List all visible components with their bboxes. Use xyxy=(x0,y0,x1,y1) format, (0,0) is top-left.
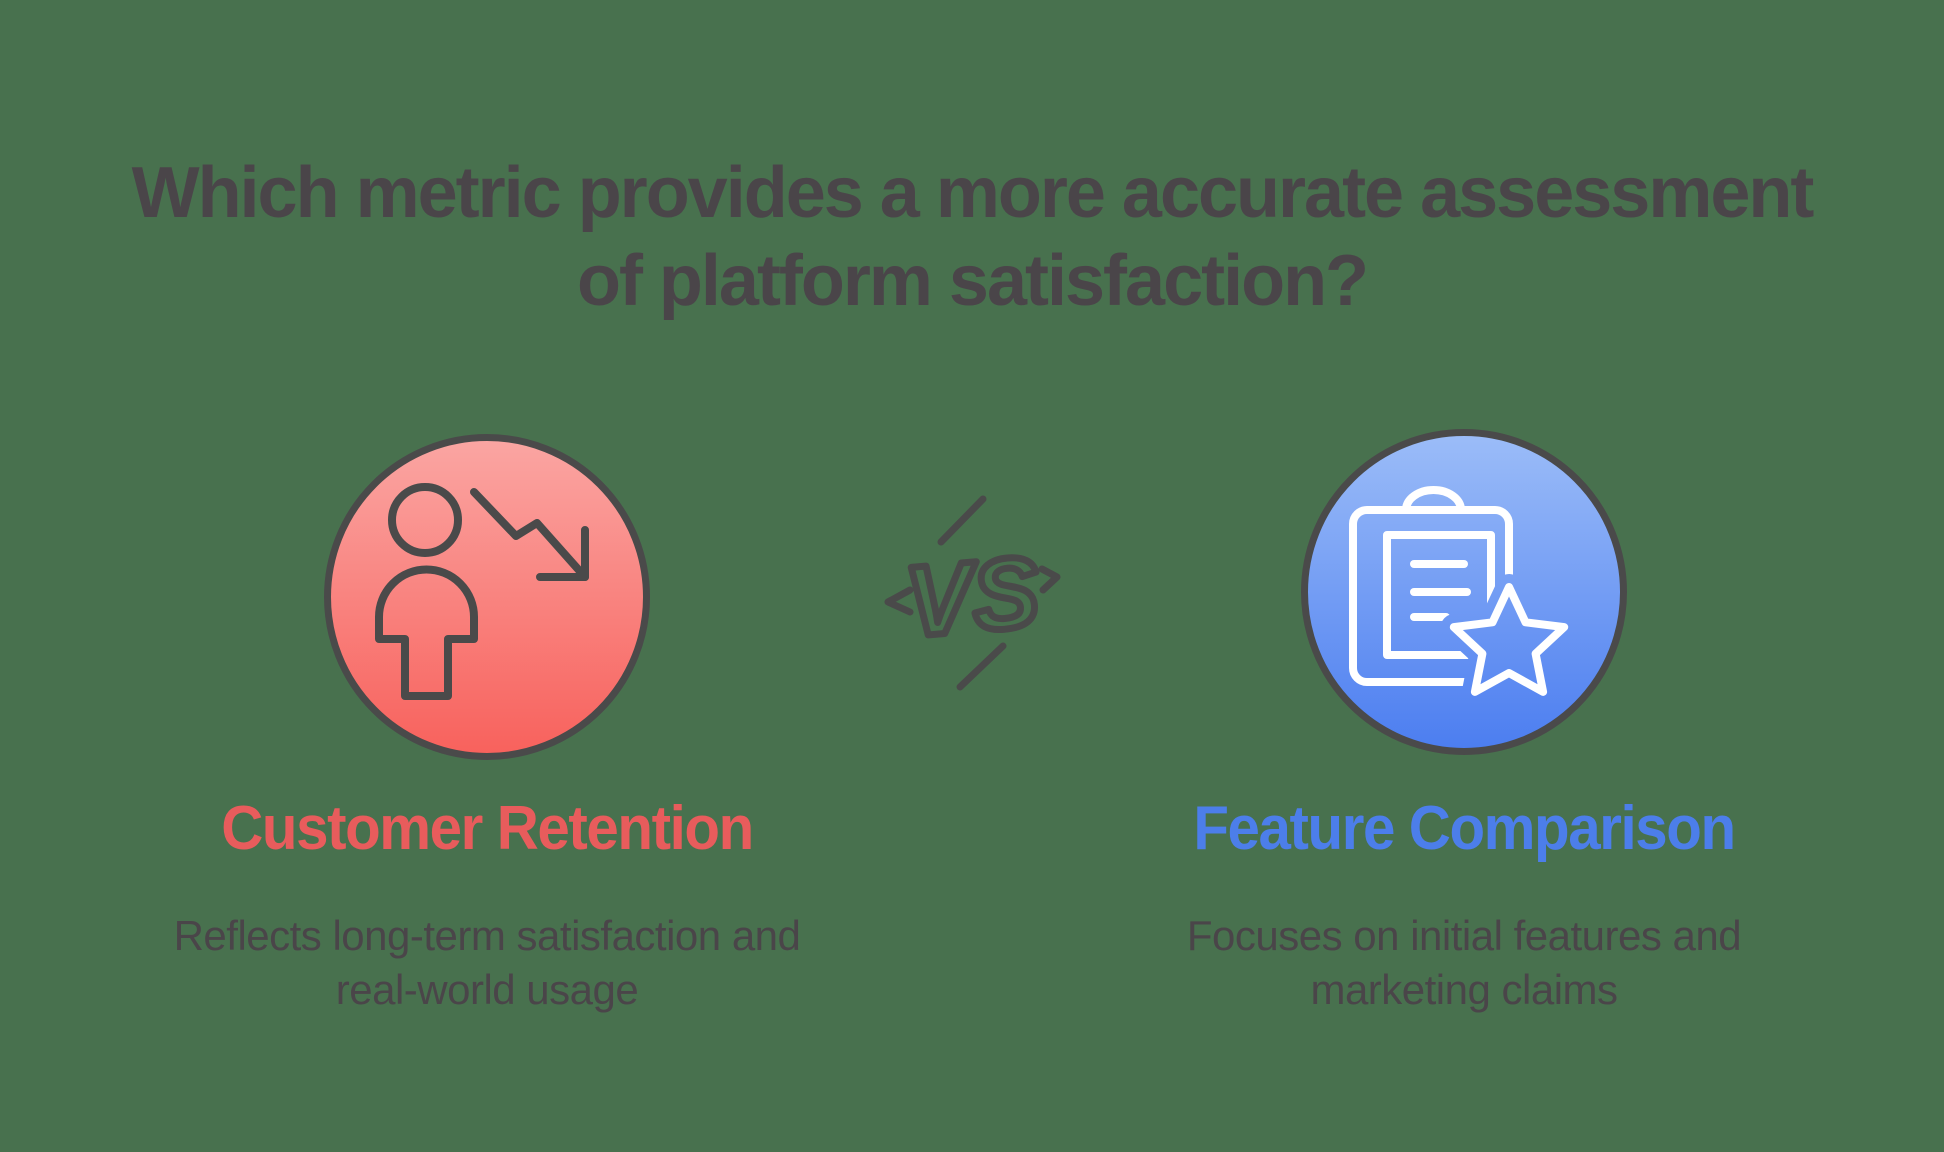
page-title-line2: of platform satisfaction? xyxy=(576,241,1369,321)
feature-comparison-description: Focuses on initial features and marketin… xyxy=(1064,909,1864,1017)
person-head-icon xyxy=(388,483,462,557)
feature-comparison-medallion xyxy=(1301,429,1627,755)
feature-comparison-heading: Feature Comparison xyxy=(1193,794,1736,863)
red-circle-background xyxy=(324,434,650,760)
feature-comparison-description-line2: marketing claims xyxy=(1310,966,1618,1013)
customer-retention-medallion xyxy=(324,434,650,760)
clipboard-clip-icon xyxy=(1402,486,1465,514)
decline-arrow-head xyxy=(536,526,589,581)
vs-bottom-bolt-icon xyxy=(956,642,1007,691)
customer-retention-description-line2: real-world usage xyxy=(335,966,639,1013)
star-icon xyxy=(1449,583,1569,696)
page-title: Which metric provides a more accurate as… xyxy=(0,149,1944,325)
customer-retention-description-line1: Reflects long-term satisfaction and xyxy=(173,912,801,959)
vs-left-chevron-icon xyxy=(884,586,914,616)
customer-retention-description: Reflects long-term satisfaction and real… xyxy=(87,909,887,1017)
user-decline-trend-icon xyxy=(375,483,589,700)
person-body-icon xyxy=(375,565,478,700)
page-title-line1: Which metric provides a more accurate as… xyxy=(131,153,1815,233)
vs-top-bolt-icon xyxy=(937,495,987,546)
feature-comparison-description-line1: Focuses on initial features and xyxy=(1186,912,1742,959)
vs-badge-icon: VS xyxy=(884,495,1061,691)
decline-arrow-line xyxy=(470,488,589,581)
customer-retention-heading: Customer Retention xyxy=(221,794,754,863)
vs-label: VS xyxy=(901,535,1044,658)
vs-right-chevron-icon xyxy=(1038,565,1061,594)
